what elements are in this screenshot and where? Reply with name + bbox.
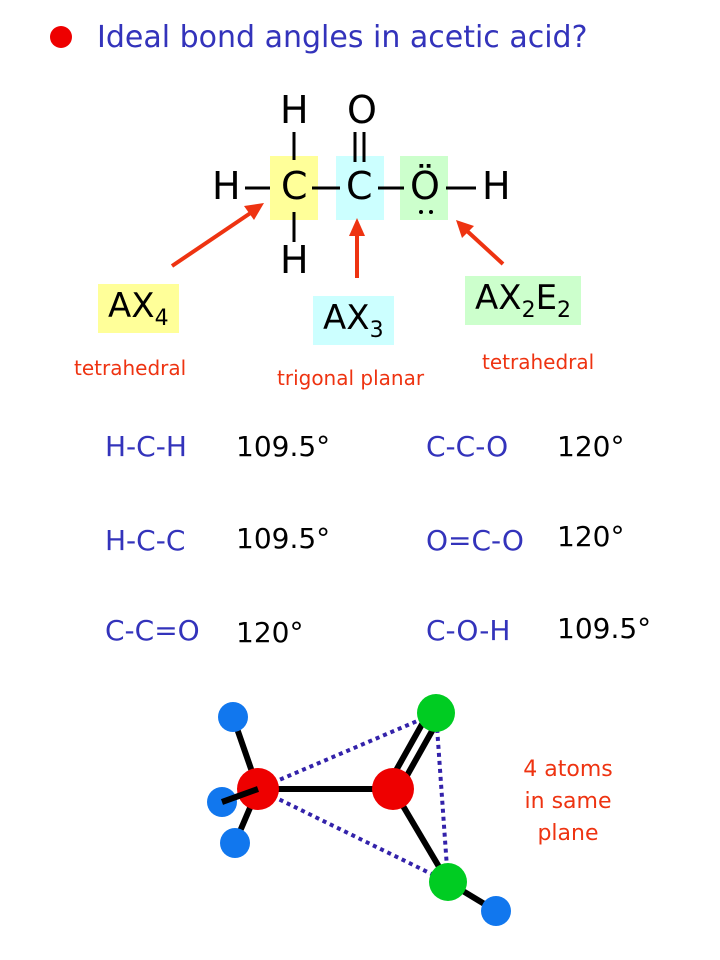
angle-value: 109.5° bbox=[236, 522, 331, 555]
formula: AX bbox=[323, 298, 370, 338]
hydrogen-atom bbox=[481, 896, 511, 926]
bonds-and-arrows bbox=[170, 132, 505, 278]
angle-name: C-C=O bbox=[105, 614, 200, 647]
ax4-label: AX4 bbox=[98, 284, 179, 333]
plane-note: 4 atoms in same plane bbox=[508, 754, 628, 850]
carbon-atom bbox=[372, 768, 414, 810]
bullet-icon bbox=[50, 26, 72, 48]
angle-value: 109.5° bbox=[557, 612, 652, 645]
highlight-o bbox=[400, 156, 448, 220]
atom-h-top: H bbox=[280, 88, 309, 132]
angle-name: C-C-O bbox=[426, 430, 509, 463]
angle-name: C-O-H bbox=[426, 614, 511, 647]
hydrogen-atom bbox=[218, 702, 248, 732]
note-line: 4 atoms bbox=[523, 757, 613, 782]
ax3-label: AX3 bbox=[313, 296, 394, 345]
note-line: in same bbox=[524, 789, 612, 814]
hydrogen-atom bbox=[220, 828, 250, 858]
ax2e2-label: AX2E2 bbox=[465, 276, 582, 325]
formula: AX bbox=[475, 278, 522, 318]
geometry-c2: trigonal planar bbox=[277, 366, 425, 390]
subscript: 3 bbox=[369, 317, 384, 343]
formula: AX bbox=[108, 286, 155, 326]
atom-h-bottom: H bbox=[280, 238, 309, 282]
subscript: 2 bbox=[521, 297, 536, 323]
subscript: 2 bbox=[557, 297, 572, 323]
angle-name: H-C-H bbox=[105, 430, 187, 463]
highlight-c2 bbox=[336, 156, 384, 220]
oxygen-atom bbox=[417, 694, 455, 732]
ball-stick-model bbox=[207, 694, 511, 926]
geometry-c1: tetrahedral bbox=[74, 356, 187, 380]
atom-h-right: H bbox=[482, 164, 511, 208]
formula: E bbox=[535, 278, 558, 318]
angle-value: 120° bbox=[557, 430, 625, 463]
subscript: 4 bbox=[154, 305, 169, 331]
geometry-o: tetrahedral bbox=[482, 350, 595, 374]
angle-value: 120° bbox=[557, 520, 625, 553]
note-line: plane bbox=[537, 821, 599, 846]
atom-o: Ö bbox=[410, 164, 440, 208]
atom-h-left: H bbox=[212, 164, 241, 208]
oxygen-atom bbox=[429, 863, 467, 901]
atom-c2: C bbox=[346, 164, 373, 208]
angle-name: H-C-C bbox=[105, 524, 186, 557]
slide-title: Ideal bond angles in acetic acid? bbox=[97, 20, 588, 55]
atom-o-top: O bbox=[347, 88, 377, 132]
angle-name: O=C-O bbox=[426, 524, 524, 557]
atom-c1: C bbox=[281, 164, 308, 208]
highlight-c1 bbox=[270, 156, 318, 220]
angle-value: 109.5° bbox=[236, 430, 331, 463]
angle-value: 120° bbox=[236, 616, 304, 649]
